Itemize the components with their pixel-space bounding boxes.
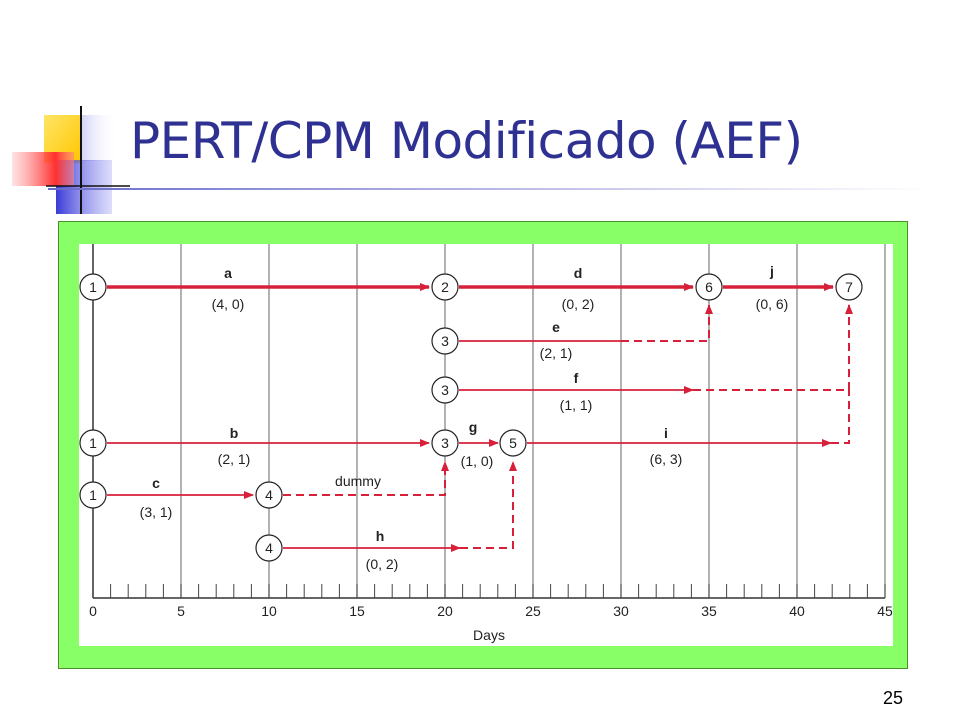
node-1-c: 1 bbox=[79, 481, 107, 509]
node-label: 3 bbox=[441, 382, 449, 398]
axis-tick-label: 25 bbox=[525, 603, 541, 619]
node-label: 7 bbox=[845, 279, 853, 295]
node-label: 4 bbox=[265, 487, 273, 503]
dummy-path bbox=[283, 461, 449, 496]
node-label: 1 bbox=[89, 435, 97, 451]
activity-name-b: b bbox=[230, 425, 239, 441]
slack-path-i bbox=[831, 390, 850, 444]
axis-tick-label: 40 bbox=[789, 603, 805, 619]
activity-times-d: (0, 2) bbox=[562, 296, 595, 312]
node-4-h: 4 bbox=[255, 534, 283, 562]
node-label: 1 bbox=[89, 487, 97, 503]
activity-times-i: (6, 3) bbox=[650, 451, 683, 467]
activity-name-h: h bbox=[376, 528, 385, 544]
node-label: 3 bbox=[441, 333, 449, 349]
node-label: 2 bbox=[441, 279, 449, 295]
activity-times-b: (2, 1) bbox=[218, 451, 251, 467]
node-4-c: 4 bbox=[255, 481, 283, 509]
activity-name-j: j bbox=[769, 263, 774, 279]
slide-title: PERT/CPM Modificado (AEF) bbox=[130, 112, 803, 170]
activity-times-a: (4, 0) bbox=[212, 296, 245, 312]
activity-name-g: g bbox=[469, 419, 478, 435]
activity-times-j: (0, 6) bbox=[756, 296, 789, 312]
activity-times-h: (0, 2) bbox=[366, 556, 399, 572]
activity-name-c: c bbox=[152, 475, 160, 491]
axis-tick-labels: 0 5 10 15 20 25 30 35 40 45 bbox=[89, 603, 893, 619]
page-number: 25 bbox=[883, 688, 904, 708]
axis-tick-label: 10 bbox=[261, 603, 277, 619]
node-label: 4 bbox=[265, 540, 273, 556]
axis-tick-label: 35 bbox=[701, 603, 717, 619]
activity-times-g: (1, 0) bbox=[461, 453, 494, 469]
node-label: 6 bbox=[705, 279, 713, 295]
axis-tick-label: 15 bbox=[349, 603, 365, 619]
activity-name-i: i bbox=[664, 425, 668, 441]
axis-label: Days bbox=[473, 627, 505, 643]
activity-name-a: a bbox=[224, 265, 232, 281]
node-label: 5 bbox=[509, 435, 517, 451]
activity-name-f: f bbox=[574, 370, 579, 386]
node-7: 7 bbox=[835, 273, 863, 301]
node-1-a: 1 bbox=[79, 273, 107, 301]
grid-lines bbox=[92, 244, 886, 598]
node-label: 3 bbox=[441, 435, 449, 451]
slack-path-h bbox=[460, 461, 517, 549]
node-6: 6 bbox=[695, 273, 723, 301]
node-3-f: 3 bbox=[431, 376, 459, 404]
activity-times-c: (3, 1) bbox=[140, 504, 173, 520]
axis-tick-label: 0 bbox=[89, 603, 97, 619]
activity-name-d: d bbox=[574, 265, 583, 281]
template-logo bbox=[12, 106, 130, 214]
axis-tick-label: 20 bbox=[437, 603, 453, 619]
node-5: 5 bbox=[499, 429, 527, 457]
node-3-e: 3 bbox=[431, 327, 459, 355]
node-3-g: 3 bbox=[431, 429, 459, 457]
axis-tick-label: 30 bbox=[613, 603, 629, 619]
title-rule bbox=[48, 188, 930, 190]
activity-name-e: e bbox=[552, 319, 560, 335]
activity-times-f: (1, 1) bbox=[560, 397, 593, 413]
activity-times-e: (2, 1) bbox=[540, 345, 573, 361]
axis-tick-label: 5 bbox=[177, 603, 185, 619]
plot-area bbox=[79, 244, 893, 646]
node-1-b: 1 bbox=[79, 429, 107, 457]
axis-minor-ticks bbox=[92, 584, 886, 598]
node-label: 1 bbox=[89, 279, 97, 295]
node-2: 2 bbox=[431, 273, 459, 301]
dummy-label: dummy bbox=[335, 473, 381, 489]
axis-tick-label: 45 bbox=[877, 603, 893, 619]
slack-path-e bbox=[621, 304, 713, 342]
